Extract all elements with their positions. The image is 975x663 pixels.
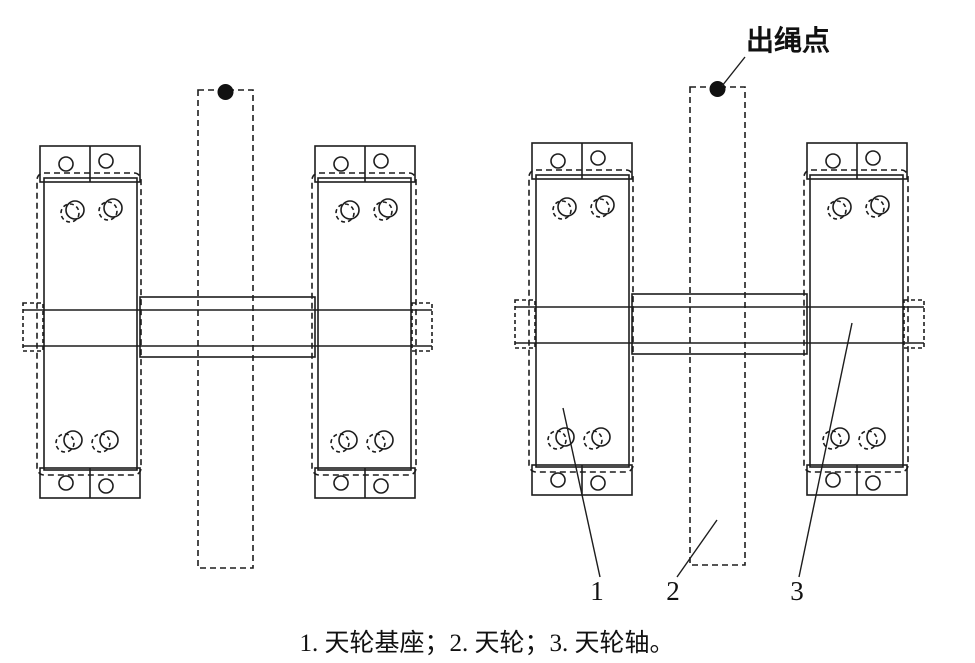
assembly-view-right	[514, 80, 925, 566]
figure-caption: 1. 天轮基座；2. 天轮；3. 天轮轴。	[299, 629, 674, 657]
callout-2-number: 2	[666, 576, 680, 606]
rope-exit-leader-line	[721, 56, 746, 87]
callout-3-number: 3	[790, 576, 804, 606]
callout-1-number: 1	[590, 576, 604, 606]
callout-1-leader	[562, 407, 601, 578]
rope-exit-label: 出绳点	[746, 24, 830, 57]
callout-3-leader	[798, 322, 853, 578]
assembly-view-left	[22, 83, 433, 569]
callout-2-leader	[676, 519, 718, 578]
